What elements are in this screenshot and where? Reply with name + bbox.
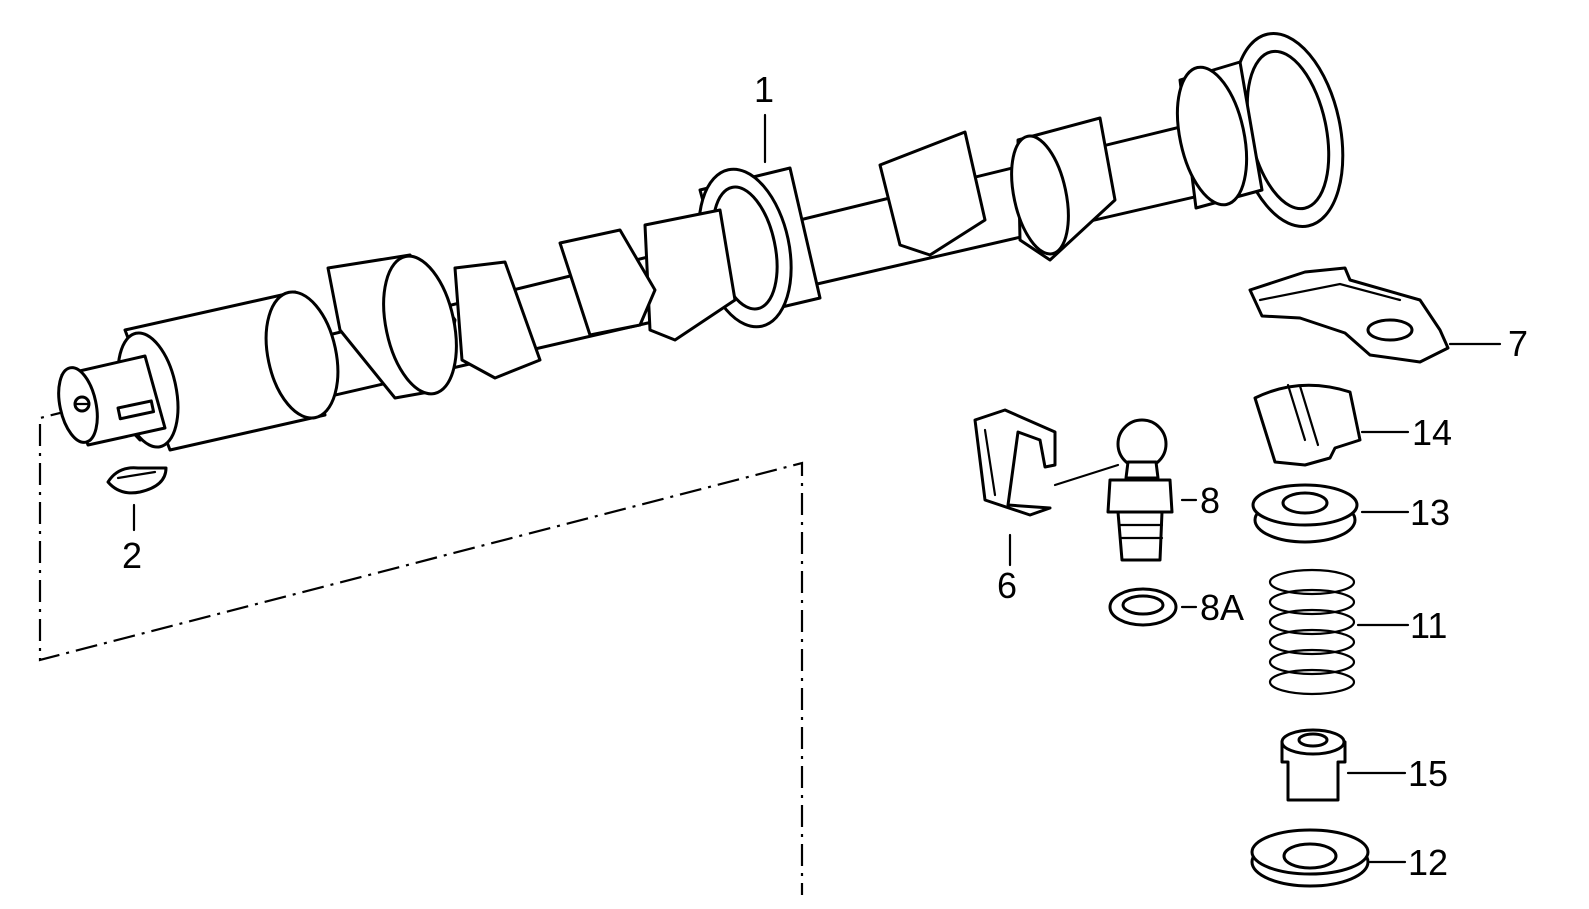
callout-6: 6	[997, 565, 1017, 606]
cam-lobe	[643, 208, 737, 342]
spring-clip	[973, 408, 1057, 517]
callout-8a: 8A	[1200, 587, 1244, 628]
cam-lobe	[558, 228, 657, 337]
callout-11: 11	[1410, 605, 1447, 646]
callout-15: 15	[1408, 753, 1448, 794]
cam-lobe	[1010, 116, 1117, 262]
callout-13: 13	[1410, 492, 1450, 533]
camshaft	[57, 32, 1345, 452]
valve-stem-seal	[1280, 728, 1347, 802]
spring-retainer	[1251, 483, 1359, 544]
assembly-reference-line	[38, 408, 804, 895]
camshaft-nose	[57, 354, 167, 447]
cam-lobe	[453, 260, 542, 380]
woodruff-key	[106, 466, 168, 495]
rocker-arm	[1248, 266, 1450, 364]
callout-14: 14	[1412, 412, 1452, 453]
valve-keeper	[1253, 383, 1362, 467]
leader-8-stud	[1053, 463, 1120, 487]
spring-seat	[1250, 828, 1370, 888]
cam-lobe	[878, 130, 987, 257]
callout-2: 2	[122, 535, 142, 576]
callout-7: 7	[1508, 323, 1528, 364]
callout-12: 12	[1408, 842, 1448, 883]
cam-lobe	[326, 253, 458, 400]
callout-8: 8	[1200, 480, 1220, 521]
callout-1: 1	[754, 69, 774, 110]
ball-stud	[1106, 418, 1174, 562]
sealing-ring	[1108, 587, 1178, 627]
valve-spring	[1268, 568, 1356, 696]
